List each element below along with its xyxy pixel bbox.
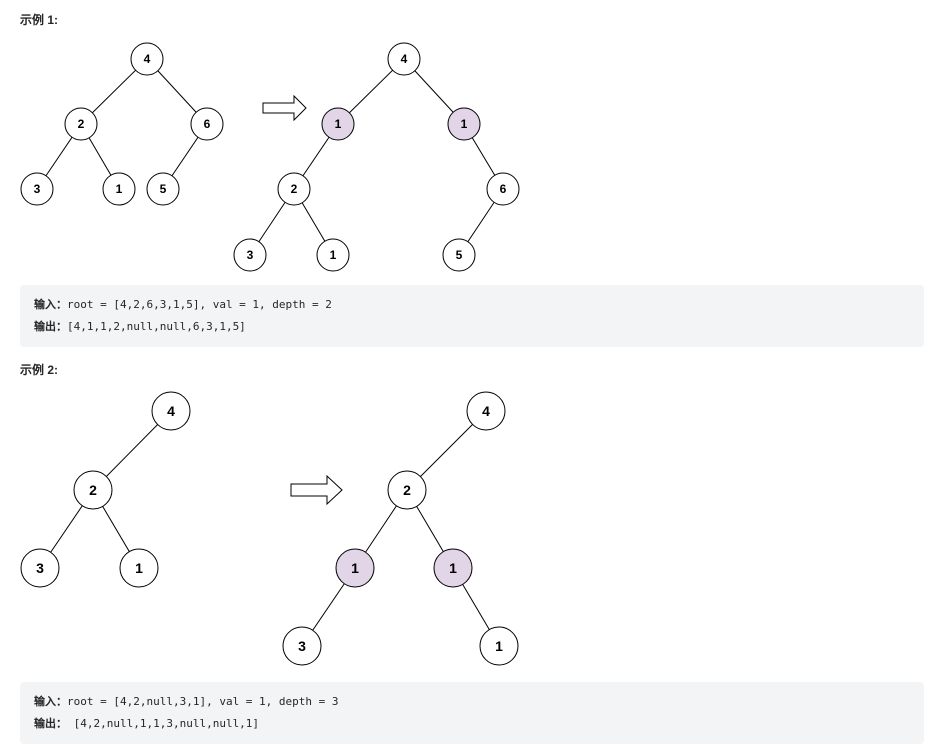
node-label: 1 <box>116 182 123 196</box>
node-label: 5 <box>160 182 167 196</box>
input-value: root = [4,2,null,3,1], val = 1, depth = … <box>67 695 339 708</box>
tree-node: 6 <box>190 107 224 141</box>
right-arrow-outline-icon <box>262 94 307 122</box>
node-label: 3 <box>34 182 41 196</box>
tree-node: 2 <box>73 470 113 510</box>
tree-node: 4 <box>387 42 421 76</box>
input-label: 输入： <box>34 695 67 708</box>
tree-node-inserted: 1 <box>321 107 355 141</box>
node-label: 6 <box>500 182 507 196</box>
output-value: [4,1,1,2,null,null,6,3,1,5] <box>67 320 246 333</box>
tree-node: 4 <box>130 42 164 76</box>
node-label: 6 <box>204 117 211 131</box>
tree-node-inserted: 1 <box>433 548 473 588</box>
example-1-diagram: 4 2 6 3 1 5 4 1 1 2 <box>20 42 520 272</box>
tree-node: 5 <box>146 172 180 206</box>
tree-node: 1 <box>119 548 159 588</box>
tree-node-inserted: 1 <box>335 548 375 588</box>
tree-node: 3 <box>20 548 60 588</box>
node-label: 1 <box>135 560 143 576</box>
tree-node: 1 <box>102 172 136 206</box>
node-label: 2 <box>403 482 411 498</box>
tree-node: 2 <box>64 107 98 141</box>
output-label: 输出： <box>34 717 67 730</box>
tree-node: 1 <box>479 626 519 666</box>
example-2-title: 示例 2: <box>20 363 59 377</box>
example-1-title: 示例 1: <box>20 13 59 27</box>
tree-node: 3 <box>282 626 322 666</box>
output-value: [4,2,null,1,1,3,null,null,1] <box>67 717 260 730</box>
node-label: 4 <box>167 403 175 419</box>
input-line: 输入：root = [4,2,6,3,1,5], val = 1, depth … <box>34 294 910 316</box>
input-line: 输入：root = [4,2,null,3,1], val = 1, depth… <box>34 691 910 713</box>
node-label: 2 <box>89 482 97 498</box>
node-label: 5 <box>456 248 463 262</box>
tree-node: 1 <box>316 238 350 272</box>
node-label: 4 <box>482 403 490 419</box>
tree-node-inserted: 1 <box>447 107 481 141</box>
tree-node: 6 <box>486 172 520 206</box>
right-arrow-outline-icon <box>290 474 343 506</box>
tree-node: 2 <box>387 470 427 510</box>
output-label: 输出： <box>34 320 67 333</box>
tree-node: 3 <box>20 172 54 206</box>
output-line: 输出： [4,2,null,1,1,3,null,null,1] <box>34 713 910 735</box>
node-label: 1 <box>351 560 359 576</box>
node-label: 2 <box>78 117 85 131</box>
node-label: 3 <box>247 248 254 262</box>
node-label: 4 <box>401 52 408 66</box>
tree-node: 2 <box>277 172 311 206</box>
example-1-code-block: 输入：root = [4,2,6,3,1,5], val = 1, depth … <box>20 285 924 347</box>
example-2-code-block: 输入：root = [4,2,null,3,1], val = 1, depth… <box>20 682 924 744</box>
node-label: 1 <box>335 117 342 131</box>
node-label: 1 <box>495 638 503 654</box>
tree-node: 3 <box>233 238 267 272</box>
output-line: 输出：[4,1,1,2,null,null,6,3,1,5] <box>34 316 910 338</box>
node-label: 2 <box>291 182 298 196</box>
tree-node: 5 <box>442 238 476 272</box>
node-label: 3 <box>298 638 306 654</box>
node-label: 3 <box>36 560 44 576</box>
tree-node: 4 <box>466 391 506 431</box>
input-label: 输入： <box>34 298 67 311</box>
node-label: 1 <box>461 117 468 131</box>
node-label: 1 <box>449 560 457 576</box>
node-label: 1 <box>330 248 337 262</box>
input-value: root = [4,2,6,3,1,5], val = 1, depth = 2 <box>67 298 332 311</box>
tree-node: 4 <box>151 391 191 431</box>
node-label: 4 <box>144 52 151 66</box>
example-2-diagram: 4 2 3 1 4 2 1 1 3 1 <box>20 391 519 666</box>
